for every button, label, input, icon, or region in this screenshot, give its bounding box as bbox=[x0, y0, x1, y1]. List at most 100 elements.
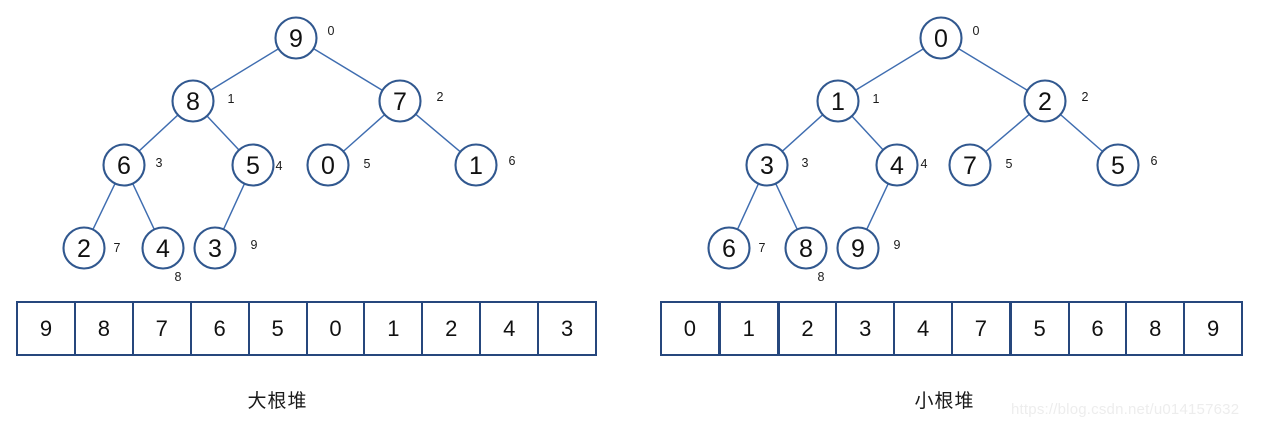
tree-edge bbox=[855, 48, 924, 91]
tree-edge bbox=[342, 114, 386, 152]
node-value: 5 bbox=[1111, 152, 1125, 180]
node-value: 7 bbox=[393, 88, 407, 116]
max-heap-array-cell-7: 2 bbox=[423, 303, 482, 354]
min-heap-array-cell-3: 3 bbox=[837, 303, 896, 354]
node-value: 3 bbox=[760, 152, 774, 180]
min-heap-caption: 小根堆 bbox=[914, 390, 975, 412]
tree-edge bbox=[313, 48, 383, 91]
tree-edge bbox=[958, 48, 1028, 91]
node-circle bbox=[948, 143, 992, 187]
node-value: 5 bbox=[246, 152, 260, 180]
min-heap-array-cell-6: 5 bbox=[1011, 303, 1070, 354]
max-heap-array-cell-1: 8 bbox=[75, 303, 134, 354]
node-circle bbox=[1023, 79, 1067, 123]
tree-edge bbox=[775, 183, 798, 230]
min-heap-array-cell-5: 7 bbox=[952, 303, 1012, 354]
node-value: 4 bbox=[156, 235, 170, 263]
node-index-label: 7 bbox=[114, 241, 121, 255]
node-index-label: 2 bbox=[437, 90, 444, 104]
min-heap-array-cell-9: 9 bbox=[1185, 303, 1241, 354]
node-circle bbox=[707, 226, 751, 270]
node-index-label: 1 bbox=[228, 92, 235, 106]
node-value: 8 bbox=[186, 88, 200, 116]
node-value: 2 bbox=[77, 235, 91, 263]
tree-edge bbox=[985, 113, 1030, 153]
node-index-label: 5 bbox=[1006, 157, 1013, 171]
node-index-label: 6 bbox=[1151, 154, 1158, 168]
tree-edge bbox=[851, 115, 884, 151]
node-value: 9 bbox=[289, 25, 303, 53]
node-index-label: 4 bbox=[276, 159, 283, 173]
min-heap-array-cell-7: 6 bbox=[1069, 303, 1128, 354]
node-circle bbox=[171, 79, 215, 123]
node-circle bbox=[454, 143, 498, 187]
tree-edge bbox=[222, 183, 246, 230]
node-value: 6 bbox=[117, 152, 131, 180]
max-heap-array-cell-9: 3 bbox=[539, 303, 596, 354]
max-heap-array-cell-8: 4 bbox=[481, 303, 540, 354]
node-value: 6 bbox=[722, 235, 736, 263]
max-heap-caption: 大根堆 bbox=[247, 390, 308, 412]
tree-edge bbox=[866, 183, 889, 230]
node-circle bbox=[745, 143, 789, 187]
min-heap-array-cell-4: 4 bbox=[895, 303, 953, 354]
node-index-label: 0 bbox=[973, 24, 980, 38]
node-value: 8 bbox=[799, 235, 813, 263]
min-heap-node-8: 88 bbox=[784, 226, 828, 284]
max-heap-node-8: 48 bbox=[141, 226, 185, 284]
max-heap-array-cell-2: 7 bbox=[133, 303, 192, 354]
node-circle bbox=[816, 79, 860, 123]
max-heap-array-cell-6: 1 bbox=[365, 303, 424, 354]
node-index-label: 3 bbox=[802, 156, 809, 170]
node-index-label: 9 bbox=[894, 238, 901, 252]
node-circle bbox=[102, 143, 146, 187]
tree-edge bbox=[781, 114, 824, 152]
node-index-label: 8 bbox=[175, 270, 182, 284]
tree-edge bbox=[415, 113, 461, 153]
node-circle bbox=[919, 16, 963, 60]
tree-edge bbox=[1059, 113, 1104, 153]
node-circle bbox=[193, 226, 237, 270]
node-value: 0 bbox=[934, 25, 948, 53]
node-circle bbox=[378, 79, 422, 123]
tree-edge bbox=[92, 183, 116, 230]
node-value: 2 bbox=[1038, 88, 1052, 116]
node-value: 3 bbox=[208, 235, 222, 263]
node-index-label: 5 bbox=[364, 157, 371, 171]
node-value: 7 bbox=[963, 152, 977, 180]
node-index-label: 3 bbox=[156, 156, 163, 170]
node-circle bbox=[141, 226, 185, 270]
tree-edge bbox=[206, 115, 240, 151]
node-circle bbox=[274, 16, 318, 60]
node-index-label: 6 bbox=[509, 154, 516, 168]
node-circle bbox=[784, 226, 828, 270]
tree-edge bbox=[736, 183, 760, 230]
node-circle bbox=[62, 226, 106, 270]
node-circle bbox=[306, 143, 350, 187]
min-heap-array-cell-1: 1 bbox=[720, 303, 780, 354]
node-circle bbox=[875, 143, 919, 187]
max-heap-array-cell-3: 6 bbox=[191, 303, 250, 354]
node-value: 4 bbox=[890, 152, 904, 180]
node-index-label: 1 bbox=[873, 92, 880, 106]
